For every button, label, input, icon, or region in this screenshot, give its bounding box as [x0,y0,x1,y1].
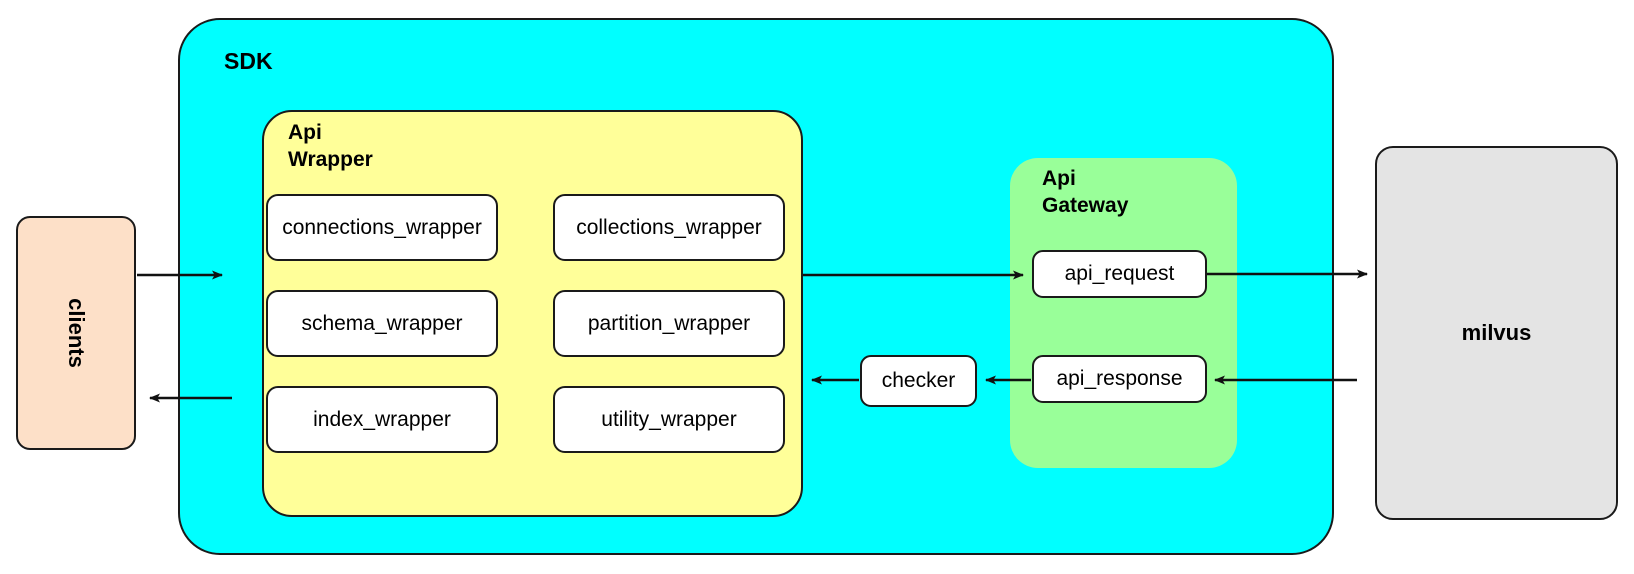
module-label: collections_wrapper [576,215,762,239]
module-connections-wrapper[interactable]: connections_wrapper [266,194,498,261]
clients-label: clients [64,298,89,368]
checker-node[interactable]: checker [860,355,977,407]
api-request-label: api_request [1064,262,1175,285]
module-index-wrapper[interactable]: index_wrapper [266,386,498,453]
module-partition-wrapper[interactable]: partition_wrapper [553,290,785,357]
module-label: partition_wrapper [587,311,751,335]
api-request-node[interactable]: api_request [1032,250,1207,298]
module-collections-wrapper[interactable]: collections_wrapper [553,194,785,261]
milvus-node[interactable]: milvus [1375,146,1618,520]
api-wrapper-title: Api Wrapper [288,121,373,171]
api-gateway-container[interactable]: Api Gateway [1010,158,1237,468]
module-label: connections_wrapper [282,215,482,239]
sdk-title: SDK [224,48,273,74]
api-gateway-title: Api Gateway [1042,167,1129,217]
module-schema-wrapper[interactable]: schema_wrapper [266,290,498,357]
module-label: utility_wrapper [601,407,737,431]
milvus-label: milvus [1461,320,1532,345]
module-label: schema_wrapper [301,311,463,335]
module-utility-wrapper[interactable]: utility_wrapper [553,386,785,453]
module-label: index_wrapper [313,407,451,431]
checker-label: checker [881,369,956,392]
clients-node[interactable]: clients [16,216,136,450]
api-response-label: api_response [1056,367,1183,390]
api-response-node[interactable]: api_response [1032,355,1207,403]
